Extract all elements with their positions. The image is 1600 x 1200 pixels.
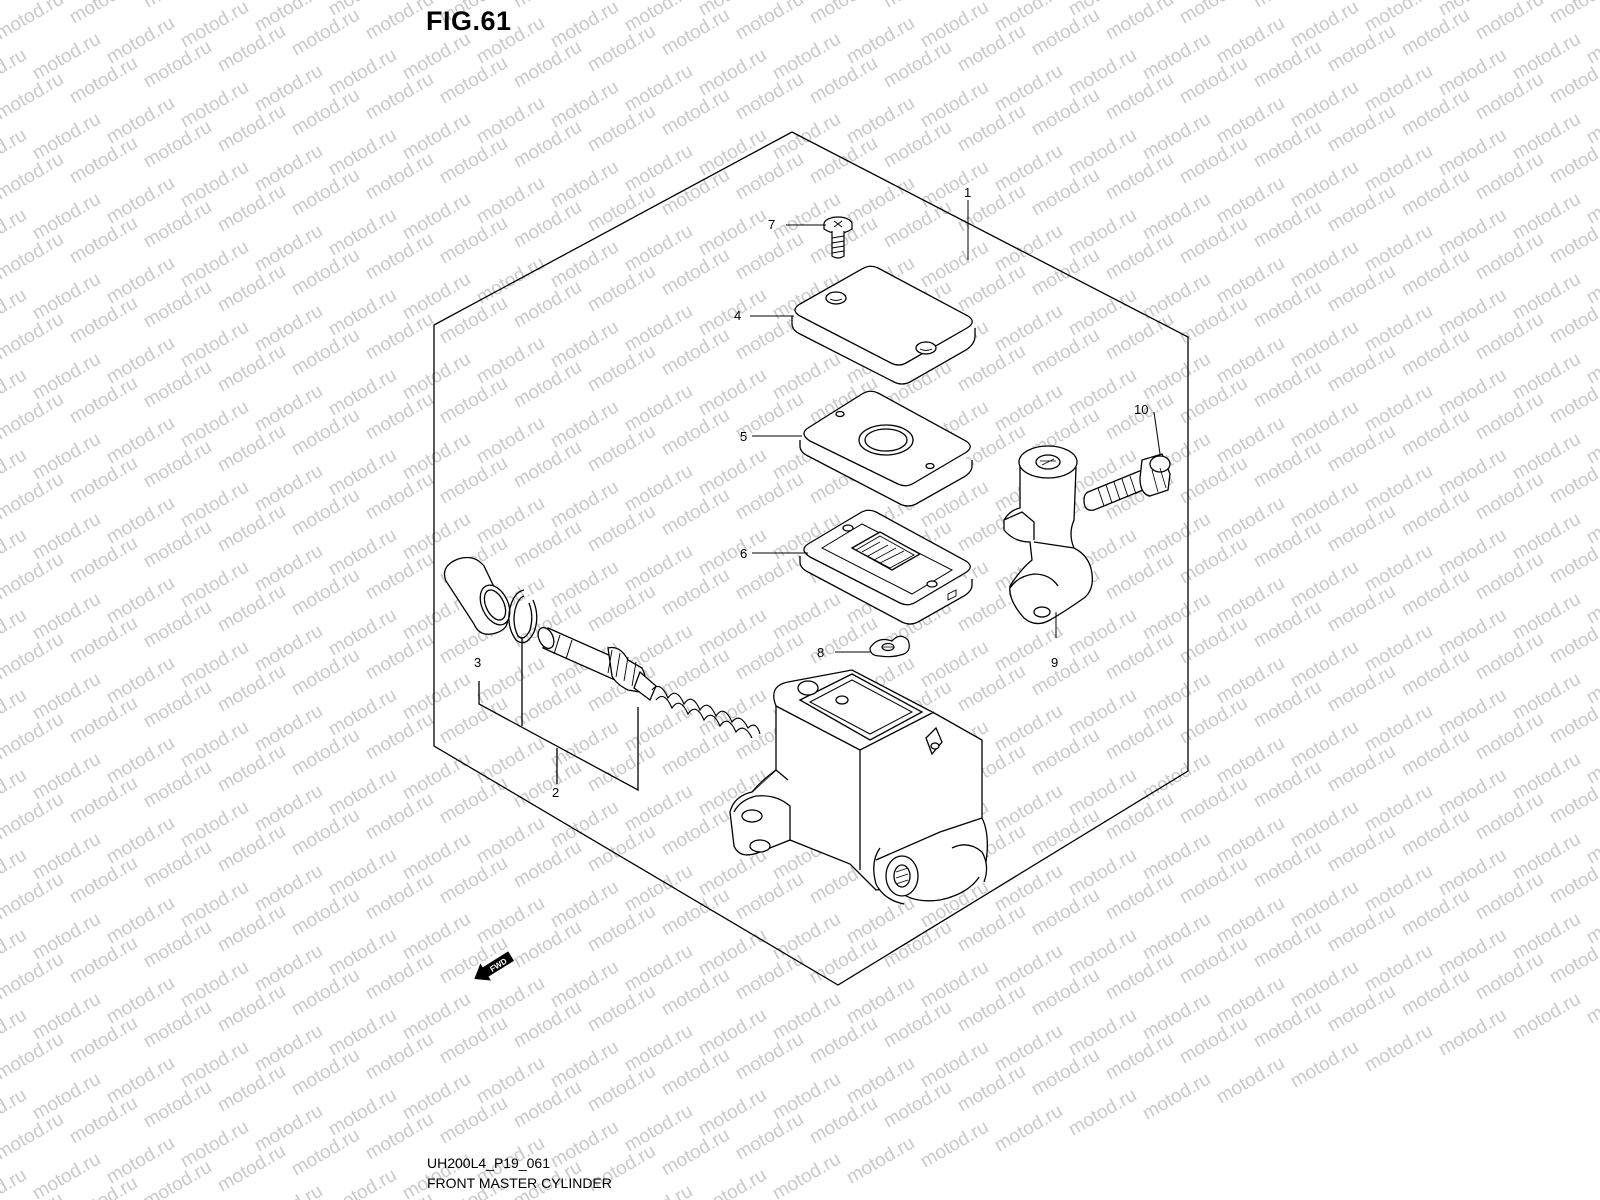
watermark-text: motod.ru bbox=[1546, 0, 1600, 28]
watermark-text: motod.ru bbox=[0, 629, 67, 685]
watermark-text: motod.ru bbox=[1472, 0, 1547, 44]
watermark-text: motod.ru bbox=[1176, 0, 1251, 28]
watermark-text: motod.ru bbox=[732, 0, 807, 44]
watermark-text: motod.ru bbox=[621, 1181, 696, 1200]
snap-ring bbox=[508, 589, 538, 644]
watermark-text: motod.ru bbox=[1509, 989, 1584, 1045]
leader-lines bbox=[750, 200, 1161, 653]
watermark-text: motod.ru bbox=[0, 229, 67, 285]
callout-7: 7 bbox=[768, 217, 775, 232]
spring[interactable] bbox=[651, 685, 761, 739]
watermark-text: motod.ru bbox=[140, 0, 215, 12]
watermark-text: motod.ru bbox=[0, 709, 67, 765]
screw-part-7[interactable] bbox=[823, 216, 853, 259]
watermark-text: motod.ru bbox=[695, 1165, 770, 1200]
callout-2: 2 bbox=[552, 785, 559, 800]
watermark-text: motod.ru bbox=[1287, 1037, 1362, 1093]
watermark-text: motod.ru bbox=[0, 549, 67, 605]
callout-9: 9 bbox=[1051, 655, 1058, 670]
watermark-text: motod.ru bbox=[843, 1133, 918, 1189]
watermark-text: motod.ru bbox=[0, 1029, 67, 1085]
watermark-text: motod.ru bbox=[1361, 1021, 1436, 1077]
watermark-text: motod.ru bbox=[0, 1109, 67, 1165]
watermark-text: motod.ru bbox=[991, 1101, 1066, 1157]
callout-1: 1 bbox=[964, 185, 971, 200]
kit-boundary bbox=[433, 131, 1189, 986]
part-2-bracket bbox=[478, 637, 639, 792]
watermark-text: motod.ru bbox=[0, 69, 67, 125]
watermark-text: motod.ru bbox=[0, 1165, 30, 1200]
callout-labels: 1 2 3 4 5 6 7 8 9 10 bbox=[474, 185, 1148, 800]
watermark-text: motod.ru bbox=[29, 1149, 104, 1200]
reservoir-cap-part-4[interactable] bbox=[791, 265, 976, 385]
callout-8: 8 bbox=[817, 645, 824, 660]
watermark-text: motod.ru bbox=[510, 0, 585, 12]
callout-10: 10 bbox=[1134, 402, 1148, 417]
watermark-text: motod.ru bbox=[66, 0, 141, 28]
watermark-text: motod.ru bbox=[1583, 973, 1600, 1029]
watermark-text: motod.ru bbox=[0, 0, 67, 44]
figure-code: UH200L4_P19_061 bbox=[427, 1155, 550, 1171]
watermark-text: motod.ru bbox=[0, 0, 30, 4]
bolt-part-10[interactable] bbox=[1083, 453, 1171, 511]
watermark-text: motod.ru bbox=[325, 1165, 400, 1200]
watermark-text: motod.ru bbox=[1213, 1053, 1288, 1109]
holder-part-9[interactable] bbox=[1003, 445, 1093, 625]
watermark-text: motod.ru bbox=[0, 469, 67, 525]
callout-4: 4 bbox=[734, 308, 741, 323]
callout-6: 6 bbox=[740, 546, 747, 561]
piston-assembly[interactable] bbox=[535, 625, 657, 702]
watermark-text: motod.ru bbox=[917, 1117, 992, 1173]
figure-name: FRONT MASTER CYLINDER bbox=[427, 1175, 612, 1191]
callout-5: 5 bbox=[740, 429, 747, 444]
watermark-text: motod.ru bbox=[1435, 1005, 1510, 1061]
boot-part-3[interactable] bbox=[443, 556, 516, 635]
watermark-text: motod.ru bbox=[1250, 0, 1325, 12]
watermark-text: motod.ru bbox=[769, 1149, 844, 1200]
diaphragm-seal-part-6[interactable] bbox=[799, 509, 973, 625]
watermark-text: motod.ru bbox=[1065, 1085, 1140, 1141]
watermark-text: motod.ru bbox=[251, 1181, 326, 1200]
watermark-text: motod.ru bbox=[1139, 1069, 1214, 1125]
watermark-text: motod.ru bbox=[0, 309, 67, 365]
watermark-text: motod.ru bbox=[0, 149, 67, 205]
watermark-text: motod.ru bbox=[0, 869, 67, 925]
watermark-text: motod.ru bbox=[880, 0, 955, 12]
watermark-text: motod.ru bbox=[0, 389, 67, 445]
diaphragm-plate-part-5[interactable] bbox=[799, 390, 973, 507]
watermark-text: motod.ru bbox=[0, 949, 67, 1005]
watermark-text: motod.ru bbox=[0, 789, 67, 845]
figure-title: FIG.61 bbox=[426, 6, 512, 36]
watermark-text: motod.ru bbox=[1102, 0, 1177, 44]
protector-part-8[interactable] bbox=[869, 635, 910, 658]
master-cylinder-body[interactable] bbox=[729, 669, 988, 905]
callout-3: 3 bbox=[474, 655, 481, 670]
watermark-text: motod.ru bbox=[806, 0, 881, 28]
